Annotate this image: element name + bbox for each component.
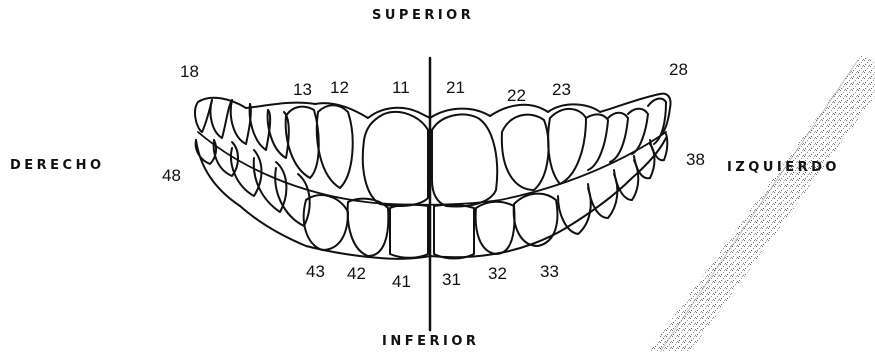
tooth-number-48: 48 <box>162 166 181 186</box>
tooth-number-38: 38 <box>686 150 705 170</box>
tooth-number-28: 28 <box>669 60 688 80</box>
tooth-number-23: 23 <box>552 80 571 100</box>
tooth-41-shape <box>390 205 428 258</box>
tooth-number-22: 22 <box>507 86 526 106</box>
tooth-number-43: 43 <box>306 262 325 282</box>
tooth-number-33: 33 <box>540 262 559 282</box>
tooth-32-shape <box>476 202 515 254</box>
tooth-22-shape <box>502 115 549 190</box>
tooth-number-18: 18 <box>180 62 199 82</box>
label-izquierdo: IZQUIERDO <box>727 160 840 175</box>
tooth-number-31: 31 <box>442 270 461 290</box>
tooth-12-shape <box>317 105 353 188</box>
tooth-number-42: 42 <box>347 264 366 284</box>
tooth-number-13: 13 <box>293 80 312 100</box>
tooth-number-12: 12 <box>330 78 349 98</box>
tooth-23-shape <box>548 109 586 184</box>
scan-artifact-band <box>648 55 875 352</box>
tooth-number-41: 41 <box>392 272 411 292</box>
tooth-11-shape <box>363 112 428 206</box>
tooth-21-shape <box>432 114 497 206</box>
tooth-42-shape <box>348 199 389 256</box>
tooth-number-21: 21 <box>446 78 465 98</box>
tooth-number-32: 32 <box>488 264 507 284</box>
tooth-33-shape <box>514 194 558 246</box>
tooth-number-11: 11 <box>392 78 410 98</box>
tooth-31-shape <box>434 205 474 259</box>
tooth-13-shape <box>286 107 319 178</box>
